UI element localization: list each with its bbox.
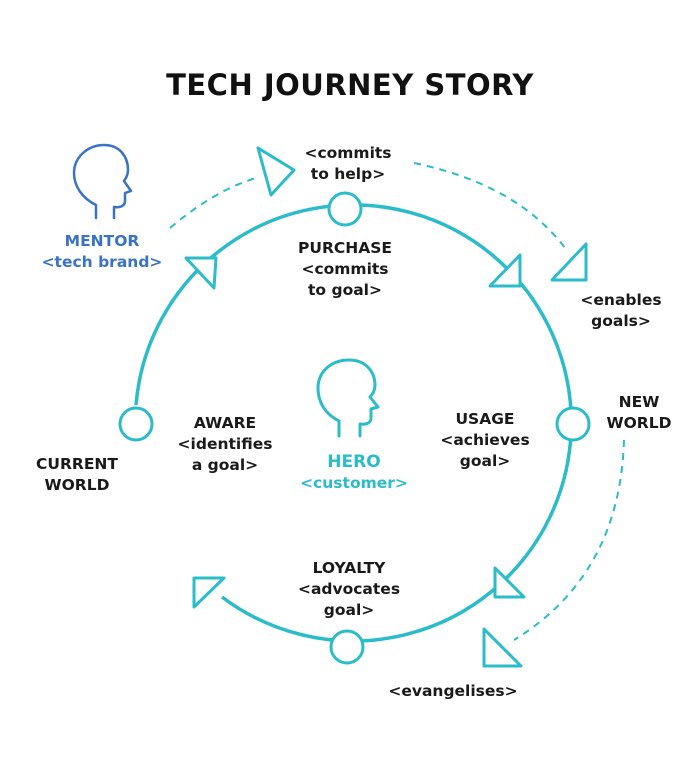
mentor-action-enables-line2: goals> [591, 312, 651, 330]
stage-loyalty-title: LOYALTY [312, 559, 386, 577]
diagram-title: TECH JOURNEY STORY [166, 68, 534, 102]
mentor-action-evangelises-line1: <evangelises> [388, 682, 518, 700]
mentor-action-commits: <commits to help> [288, 143, 408, 185]
hero-role: <customer> [300, 474, 408, 492]
mentor-role: <tech brand> [41, 253, 163, 271]
cycle-arrow-upper-left [184, 256, 218, 290]
mentor-arrow-evangelises [482, 627, 523, 668]
mentor-action-evangelises: <evangelises> [378, 681, 528, 702]
stage-aware-title: AWARE [193, 414, 257, 432]
new-world-line2: WORLD [606, 414, 672, 432]
node-purchase [327, 191, 363, 227]
mentor-name: MENTOR [64, 232, 140, 250]
stage-aware: AWARE <identifies a goal> [160, 413, 290, 476]
current-world-line2: WORLD [44, 476, 110, 494]
stage-usage: USAGE <achieves goal> [420, 409, 550, 472]
stage-aware-line3: a goal> [191, 456, 259, 474]
node-current-world [118, 406, 154, 442]
stage-purchase-line2: <commits [301, 260, 389, 278]
mentor-label: MENTOR <tech brand> [22, 231, 182, 273]
mentor-action-enables: <enables goals> [566, 290, 676, 332]
mentor-head-icon [72, 143, 133, 220]
mentor-action-commits-line1: <commits [304, 144, 392, 162]
mentor-action-commits-line2: to help> [310, 165, 386, 183]
stage-usage-line3: goal> [459, 452, 511, 470]
stage-usage-line2: <achieves [440, 431, 530, 449]
hero-head-icon [316, 358, 380, 438]
mentor-dashed-arc-left [169, 177, 257, 229]
journey-cycle-arc [134, 203, 573, 643]
stage-loyalty-line2: <advocates [297, 580, 401, 598]
stage-purchase-line3: to goal> [308, 281, 382, 299]
cycle-arrow-lower-left [192, 576, 226, 609]
current-world-label: CURRENT WORLD [22, 454, 132, 496]
hero-label: HERO <customer> [274, 452, 434, 494]
mentor-arrow-commits [256, 146, 296, 197]
stage-aware-line2: <identifies [177, 435, 273, 453]
node-new-world [555, 406, 591, 442]
stage-purchase-title: PURCHASE [298, 239, 392, 257]
mentor-arrow-enables [550, 242, 588, 282]
cycle-arrow-upper-right [488, 253, 522, 288]
stage-loyalty: LOYALTY <advocates goal> [284, 558, 414, 621]
mentor-dashed-arc-right [513, 439, 625, 641]
mentor-action-enables-line1: <enables [580, 291, 662, 309]
cycle-arrow-lower-right [493, 566, 526, 599]
stage-loyalty-line3: goal> [323, 601, 375, 619]
node-loyalty [329, 629, 365, 665]
current-world-line1: CURRENT [36, 455, 118, 473]
stage-usage-title: USAGE [455, 410, 515, 428]
mentor-dashed-arc-top-right [413, 162, 569, 253]
new-world-label: NEW WORLD [592, 392, 686, 434]
new-world-line1: NEW [618, 393, 660, 411]
hero-name: HERO [327, 452, 381, 472]
stage-purchase: PURCHASE <commits to goal> [280, 238, 410, 301]
